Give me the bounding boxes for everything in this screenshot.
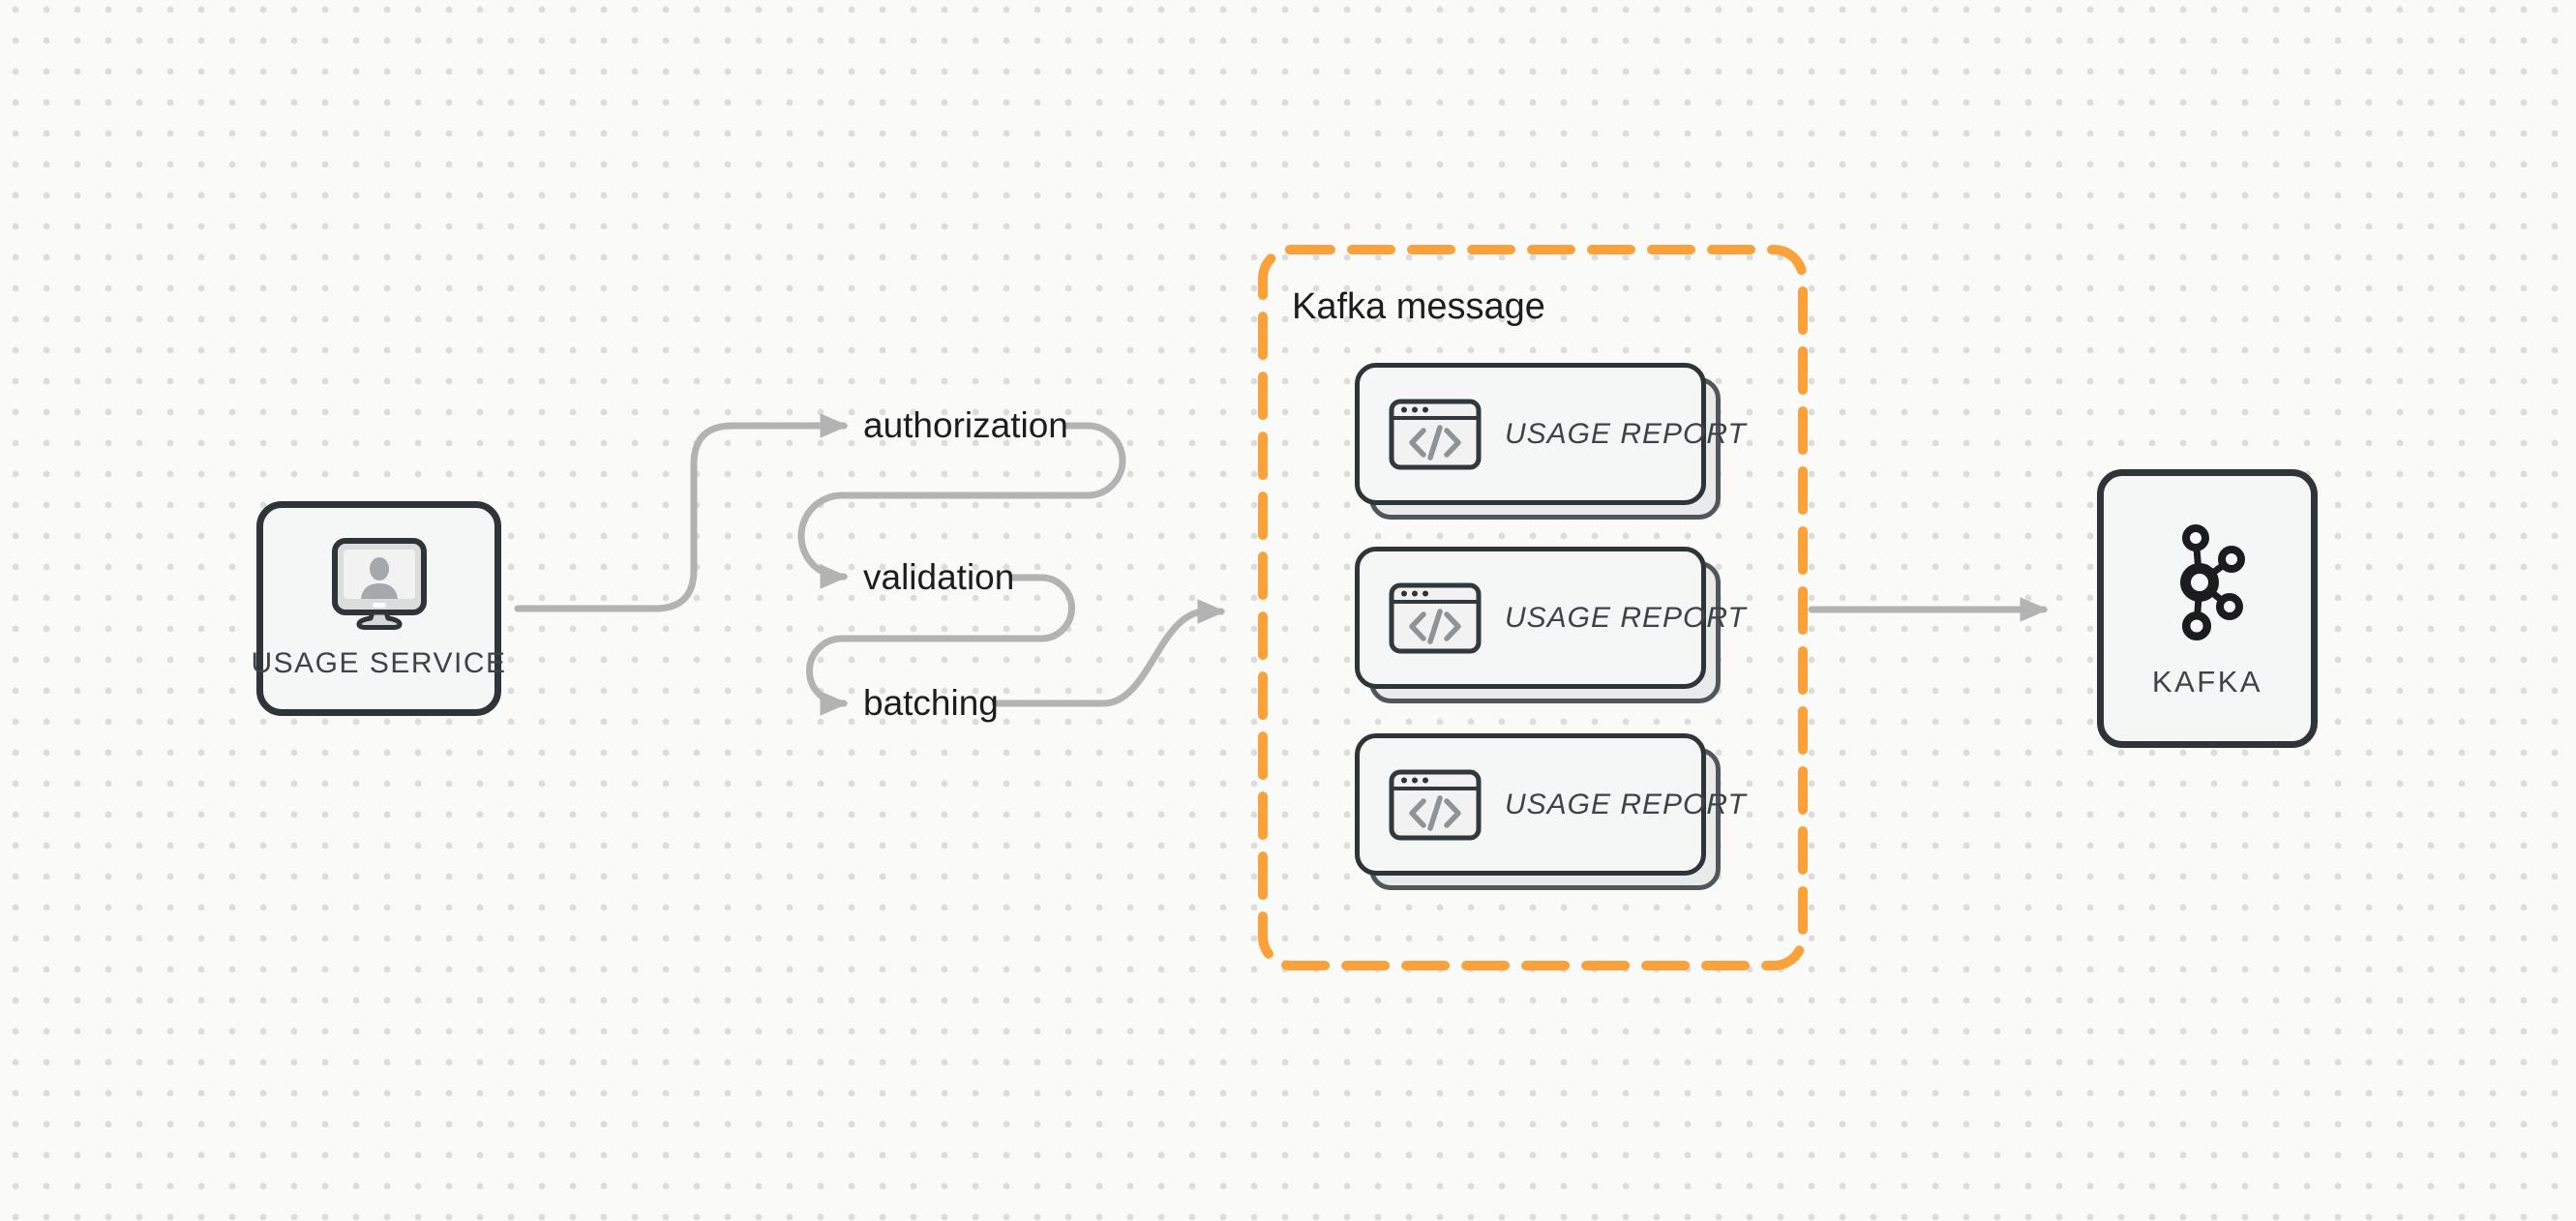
usage-service-label: USAGE SERVICE xyxy=(251,647,507,679)
code-window-icon xyxy=(1389,769,1482,841)
arrow-authorization-to-validation[interactable] xyxy=(797,422,1126,589)
node-usage-service[interactable]: USAGE SERVICE xyxy=(251,501,505,716)
usage-report-label: USAGE REPORT xyxy=(1505,417,1747,450)
card-front: USAGE REPORT xyxy=(1355,733,1746,876)
usage-report-card[interactable]: USAGE REPORT xyxy=(1355,733,1746,890)
step-authorization[interactable]: authorization xyxy=(863,405,1068,445)
code-window-icon xyxy=(1389,582,1482,654)
node-kafka[interactable]: KAFKA xyxy=(2097,469,2318,748)
kafka-message-group-border[interactable] xyxy=(1258,245,1808,970)
usage-report-label: USAGE REPORT xyxy=(1505,788,1747,820)
user-monitor-icon xyxy=(331,537,428,630)
arrow-batching-to-kafka-message[interactable] xyxy=(991,599,1226,707)
step-validation[interactable]: validation xyxy=(863,557,1015,597)
usage-report-card[interactable]: USAGE REPORT xyxy=(1355,363,1746,520)
usage-report-label: USAGE REPORT xyxy=(1505,601,1747,634)
arrow-validation-to-batching[interactable] xyxy=(806,574,1075,716)
kafka-message-group-title[interactable]: Kafka message xyxy=(1292,286,1545,327)
kafka-label: KAFKA xyxy=(2151,665,2263,699)
card-front: USAGE REPORT xyxy=(1355,363,1746,505)
card-front: USAGE REPORT xyxy=(1355,547,1746,689)
usage-report-card[interactable]: USAGE REPORT xyxy=(1355,547,1746,703)
kafka-logo-icon xyxy=(2167,518,2248,647)
step-batching[interactable]: batching xyxy=(863,683,999,723)
arrow-usage-service-to-authorization[interactable] xyxy=(514,413,849,612)
code-window-icon xyxy=(1389,399,1482,470)
